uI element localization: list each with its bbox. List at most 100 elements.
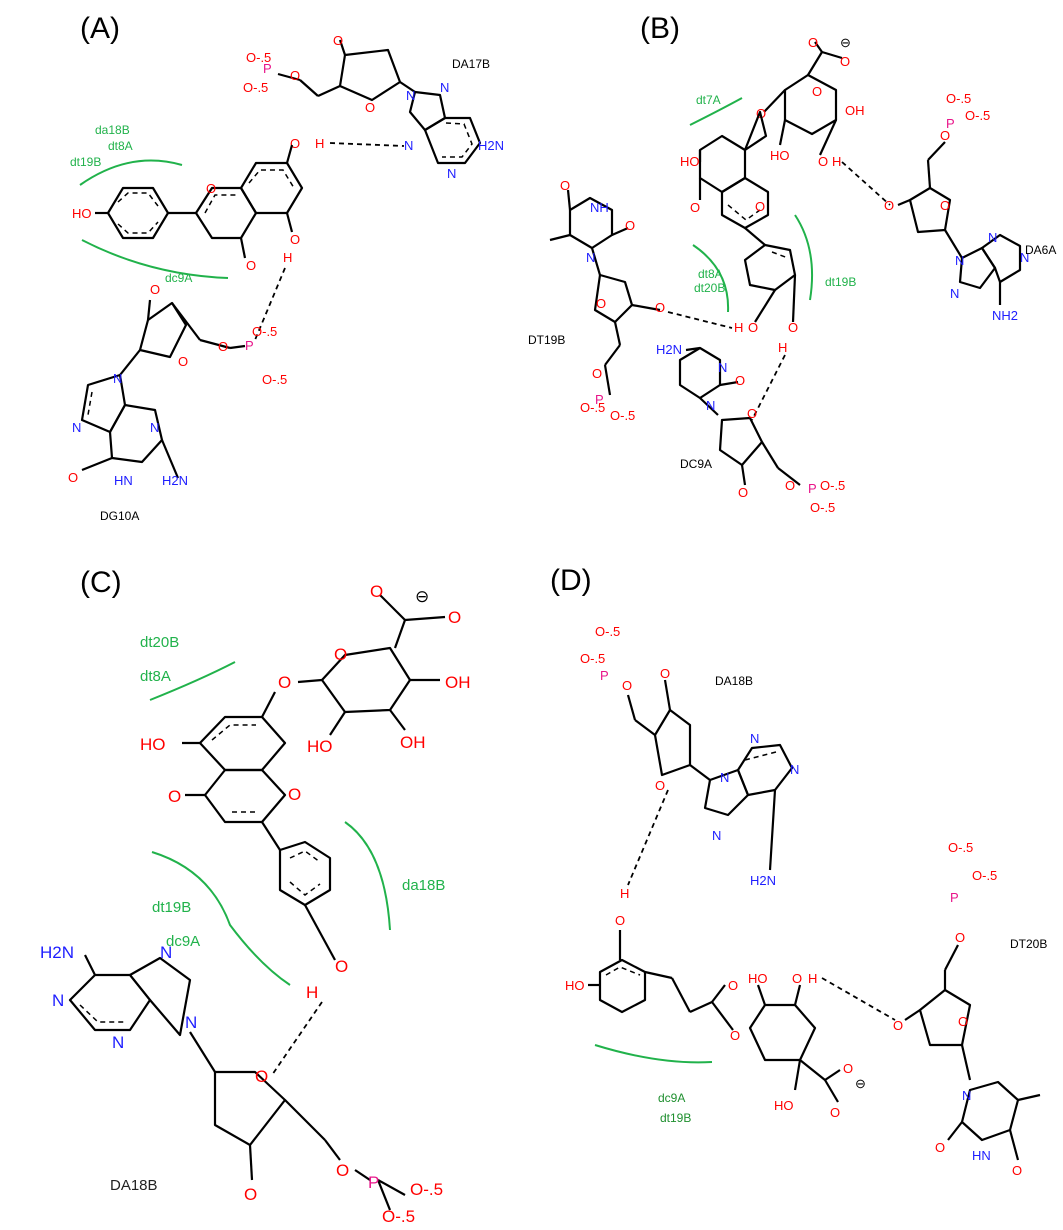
- phosphate-oxygen: O-.5: [948, 840, 973, 855]
- atom-o: O: [893, 1018, 903, 1033]
- contact-residue: dt19B: [152, 899, 191, 916]
- phosphate-oxygen: O-.5: [382, 1207, 415, 1226]
- atom-p: P: [368, 1173, 379, 1192]
- glucuronide-ring: [297, 646, 440, 736]
- panel-d: (D) O-.5 O-.5 P O O O DA18B N N N N H2N …: [550, 564, 1047, 1178]
- deoxyribose-dg10a: [119, 299, 246, 376]
- atom-n: N: [440, 80, 449, 95]
- residue-label: DT20B: [1010, 937, 1047, 951]
- phosphate-oxygen: O-.5: [252, 324, 277, 339]
- atom-h: H: [734, 320, 743, 335]
- atom-o: O: [370, 582, 383, 601]
- atom-n: N: [52, 991, 64, 1010]
- atom-nh2: H2N: [478, 138, 504, 153]
- atom-n: N: [712, 828, 721, 843]
- hydrophobic-contact-arc: [692, 244, 730, 313]
- deoxyribose-da18b: [626, 679, 711, 781]
- atom-n: N: [955, 253, 964, 268]
- atom-o: O: [884, 198, 894, 213]
- thymine-ring: [549, 189, 629, 276]
- flavone-core: [95, 144, 304, 259]
- contact-residue: dt8A: [140, 668, 171, 685]
- residue-label: DG10A: [100, 509, 139, 523]
- adenine-ring: [958, 233, 1022, 305]
- deoxyribose-da18b: [213, 1070, 406, 1211]
- atom-n: N: [950, 286, 959, 301]
- phosphate-oxygen: O-.5: [820, 478, 845, 493]
- atom-p: P: [263, 61, 272, 76]
- atom-o: O: [246, 258, 256, 273]
- atom-o: O: [290, 232, 300, 247]
- atom-o: O: [955, 930, 965, 945]
- atom-nh2: NH2: [992, 308, 1018, 323]
- phosphate-oxygen: O-.5: [946, 91, 971, 106]
- atom-o: O: [748, 320, 758, 335]
- residue-label: DA18B: [110, 1177, 158, 1194]
- atom-h: H: [283, 250, 292, 265]
- panel-a: (A) O O O P O-.5 O-.5 DA17B N N N N H2N …: [68, 12, 504, 523]
- phosphate-oxygen: O-.5: [246, 50, 271, 65]
- residue-label: DC9A: [680, 457, 712, 471]
- guanine-ring: [80, 373, 180, 479]
- atom-o: O: [843, 1061, 853, 1076]
- hydrophobic-contact-arc: [149, 661, 236, 701]
- atom-n: N: [447, 166, 456, 181]
- residue-label: DT19B: [528, 333, 565, 347]
- phosphate-oxygen: O-.5: [810, 500, 835, 515]
- phosphate-oxygen: O-.5: [262, 372, 287, 387]
- atom-o: O: [785, 478, 795, 493]
- negative-charge: ⊖: [840, 35, 851, 50]
- negative-charge: ⊖: [855, 1076, 866, 1091]
- contact-residue: da18B: [402, 877, 445, 894]
- adenine-ring: [703, 743, 794, 871]
- deoxyribose-da6a: [897, 141, 963, 259]
- atom-o: O: [278, 673, 291, 692]
- atom-nh: HN: [972, 1148, 991, 1163]
- atom-n: N: [72, 420, 81, 435]
- atom-oh: HO: [307, 737, 333, 756]
- atom-oh: OH: [845, 103, 865, 118]
- atom-o: O: [755, 199, 765, 214]
- atom-o: O: [812, 84, 822, 99]
- negative-charge: ⊖: [415, 587, 429, 606]
- residue-label: DA18B: [715, 674, 753, 688]
- atom-h: H: [778, 340, 787, 355]
- contact-residue: dt8A: [698, 267, 723, 281]
- atom-n: N: [185, 1013, 197, 1032]
- atom-n: N: [406, 88, 415, 103]
- atom-oh: HO: [680, 154, 700, 169]
- atom-p: P: [808, 481, 817, 496]
- atom-nh: NH: [590, 200, 609, 215]
- atom-n: N: [160, 943, 172, 962]
- atom-oh: HO: [140, 735, 166, 754]
- atom-p: P: [245, 338, 254, 353]
- panel-d-label: (D): [550, 564, 592, 597]
- contact-residue: da18B: [95, 123, 130, 137]
- atom-o: O: [218, 339, 228, 354]
- atom-n: N: [718, 360, 727, 375]
- atom-h: H: [832, 154, 841, 169]
- glucuronide-ring: [763, 41, 843, 156]
- atom-o: O: [792, 971, 802, 986]
- panel-a-label: (A): [80, 12, 120, 45]
- contact-residue: dt8A: [108, 139, 133, 153]
- atom-oh: OH: [445, 673, 471, 692]
- atom-n: N: [113, 371, 122, 386]
- atom-n: N: [750, 731, 759, 746]
- deoxyribose-da17b: [277, 39, 416, 102]
- contact-residue: dt7A: [696, 93, 721, 107]
- atom-o: O: [625, 218, 635, 233]
- atom-o: O: [68, 470, 78, 485]
- atom-n: N: [112, 1033, 124, 1052]
- atom-h: H: [315, 136, 324, 151]
- atom-n: N: [962, 1088, 971, 1103]
- atom-o: O: [335, 957, 348, 976]
- atom-nh2: H2N: [750, 873, 776, 888]
- atom-o: O: [690, 200, 700, 215]
- atom-o: O: [1012, 1163, 1022, 1178]
- hydrophobic-contact-arc: [79, 159, 183, 186]
- phosphate-oxygen: O-.5: [965, 108, 990, 123]
- atom-o: O: [168, 787, 181, 806]
- atom-oh: HO: [748, 971, 768, 986]
- atom-oh: HO: [565, 978, 585, 993]
